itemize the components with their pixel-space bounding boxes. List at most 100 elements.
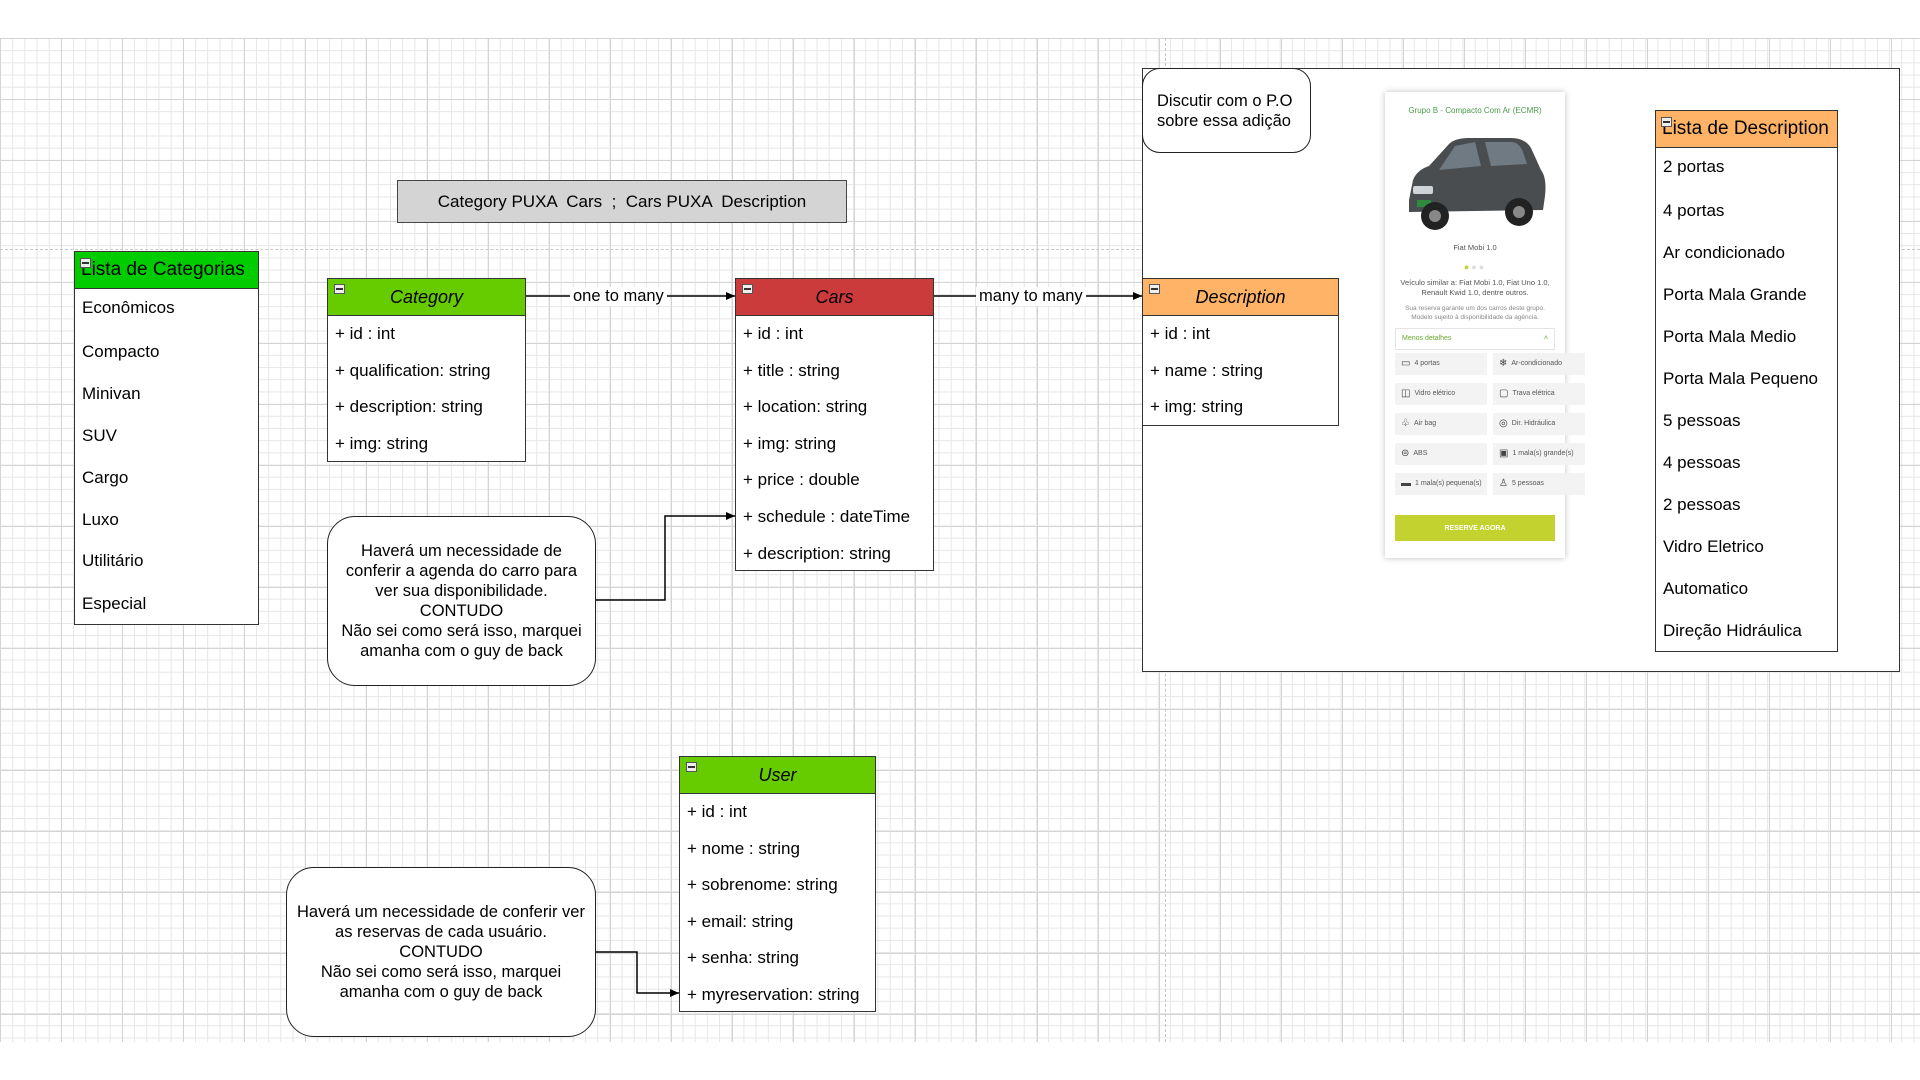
feature-item: ◫Vidro elétrico — [1395, 383, 1487, 405]
feature-item: ▢Trava elétrica — [1493, 383, 1585, 405]
note-line: conferir a agenda do carro para — [345, 562, 578, 580]
class-field: + location: string — [743, 397, 868, 417]
feature-item: ⊜ABS — [1395, 443, 1487, 465]
cars-class-header[interactable]: Cars — [736, 279, 933, 316]
note-line: Haverá um necessidade de conferir ver — [297, 903, 585, 921]
description-list-title: Lista de Description — [1662, 118, 1829, 139]
list-item: Porta Mala Medio — [1663, 327, 1797, 346]
car-card-model: Fiat Mobi 1.0 — [1453, 243, 1497, 252]
note-line: amanha com o guy de back — [360, 642, 563, 660]
note-user-reservations[interactable]: Haverá um necessidade de conferir ver as… — [286, 867, 596, 1037]
list-item: Compacto — [82, 342, 160, 361]
class-field: + schedule : dateTime — [743, 506, 911, 526]
class-field: + nome : string — [687, 838, 800, 858]
note-line: CONTUDO — [399, 943, 483, 961]
feature-item: ▬1 mala(s) pequena(s) — [1395, 473, 1487, 495]
category-class-name: Category — [389, 286, 464, 307]
list-item: Porta Mala Grande — [1663, 285, 1807, 304]
list-item: SUV — [82, 426, 117, 445]
list-item: Automatico — [1663, 579, 1749, 598]
collapse-icon[interactable] — [1149, 284, 1160, 294]
door-icon: ▭ — [1401, 358, 1411, 369]
category-class[interactable]: Category + id : int + qualification: str… — [327, 278, 526, 462]
collapse-icon[interactable] — [686, 762, 697, 772]
class-field: + senha: string — [687, 948, 799, 968]
luggage-icon: ▣ — [1499, 448, 1509, 459]
note-line: Haverá um necessidade de — [361, 542, 562, 560]
relationship-banner[interactable]: Category PUXA Cars ; Cars PUXA Descripti… — [397, 180, 847, 223]
note-line: amanha com o guy de back — [339, 983, 543, 1001]
class-field: + img: string — [743, 433, 837, 453]
note-line: Discutir com o P.O — [1157, 91, 1293, 110]
class-field: + id : int — [687, 802, 748, 821]
description-class[interactable]: Description + id : int + name : string +… — [1142, 278, 1339, 426]
carousel-dots-icon[interactable]: ●●● — [1463, 262, 1487, 272]
banner-text: Category PUXA Cars ; Cars PUXA Descripti… — [437, 191, 807, 211]
collapse-icon[interactable] — [334, 284, 345, 294]
cars-class[interactable]: Cars + id : int + title : string + locat… — [735, 278, 934, 571]
class-field: + img: string — [1150, 397, 1244, 417]
class-field: + description: string — [335, 397, 483, 417]
class-field: + id : int — [1150, 324, 1211, 343]
list-item: Luxo — [82, 510, 119, 529]
page-break-horizontal — [0, 249, 1920, 250]
user-class-header[interactable]: User — [680, 757, 875, 794]
window-icon: ◫ — [1401, 388, 1411, 399]
list-item: Ar condicionado — [1663, 243, 1785, 262]
class-field: + id : int — [743, 324, 804, 343]
list-item: Vidro Eletrico — [1663, 537, 1764, 556]
list-item: Cargo — [82, 468, 129, 487]
categories-list-title: Lista de Categorias — [81, 259, 245, 280]
class-field: + email: string — [687, 911, 794, 931]
class-field: + id : int — [335, 324, 396, 343]
lock-icon: ▢ — [1499, 388, 1509, 399]
note-cars-schedule[interactable]: Haverá um necessidade de conferir a agen… — [327, 516, 596, 686]
categories-list-header[interactable]: Lista de Categorias — [75, 252, 258, 289]
class-field: + name : string — [1150, 360, 1263, 380]
airbag-icon: ♧ — [1401, 418, 1410, 429]
user-class-name: User — [758, 764, 797, 785]
list-item: Porta Mala Pequeno — [1663, 369, 1818, 388]
list-item: 5 pessoas — [1663, 411, 1741, 430]
reserve-now-button[interactable]: RESERVE AGORA — [1395, 515, 1555, 541]
feature-item: ♙5 pessoas — [1493, 473, 1585, 495]
chevron-up-icon: ˄ — [1543, 335, 1548, 342]
description-list[interactable]: Lista de Description 2 portas 4 portas A… — [1655, 110, 1838, 652]
cars-class-name: Cars — [815, 286, 854, 307]
class-field: + price : double — [743, 470, 860, 490]
snowflake-icon: ❄ — [1499, 358, 1508, 369]
user-class[interactable]: User + id : int + nome : string + sobren… — [679, 756, 876, 1012]
categories-list[interactable]: Lista de Categorias Econômicos Compacto … — [74, 251, 259, 625]
list-item: 2 pessoas — [1663, 495, 1741, 514]
class-field: + qualification: string — [335, 360, 491, 380]
class-field: + sobrenome: string — [687, 875, 838, 895]
feature-item: ▣1 mala(s) grande(s) — [1493, 443, 1585, 465]
suitcase-icon: ▬ — [1401, 478, 1411, 489]
less-details-toggle[interactable]: Menos detalhes ˄ — [1395, 328, 1555, 350]
car-icon — [1409, 138, 1546, 230]
collapse-icon[interactable] — [742, 284, 753, 294]
feature-item: ❄Ar-condicionado — [1493, 353, 1585, 375]
car-card-title: Grupo B - Compacto Com Ar (ECMR) — [1408, 106, 1542, 115]
list-item: Utilitário — [82, 551, 144, 570]
note-line: CONTUDO — [419, 602, 504, 620]
person-icon: ♙ — [1499, 478, 1508, 489]
note-line: ver sua disponibilidade. — [375, 582, 548, 600]
list-item: Especial — [82, 594, 147, 613]
car-card-image: Grupo B - Compacto Com Ar (ECMR) Fiat Mo… — [1385, 92, 1585, 558]
feature-item: ♧Air bag — [1395, 413, 1487, 435]
label-many-to-many: many to many — [976, 287, 1086, 306]
note-line: Não sei como será isso, marquei — [320, 963, 562, 981]
feature-item: ◎Dir. Hidráulica — [1493, 413, 1585, 435]
collapse-icon[interactable] — [80, 258, 91, 268]
description-class-header[interactable]: Description — [1143, 279, 1338, 316]
class-field: + myreservation: string — [687, 984, 860, 1004]
description-class-name: Description — [1195, 286, 1286, 307]
collapse-icon[interactable] — [1661, 117, 1672, 127]
note-discuss-po[interactable]: Discutir com o P.O sobre essa adição — [1142, 68, 1311, 153]
note-line: sobre essa adição — [1157, 111, 1291, 130]
list-item: Direção Hidráulica — [1663, 621, 1802, 640]
label-one-to-many: one to many — [570, 287, 667, 306]
description-list-header[interactable]: Lista de Description — [1656, 111, 1837, 148]
category-class-header[interactable]: Category — [328, 279, 525, 316]
